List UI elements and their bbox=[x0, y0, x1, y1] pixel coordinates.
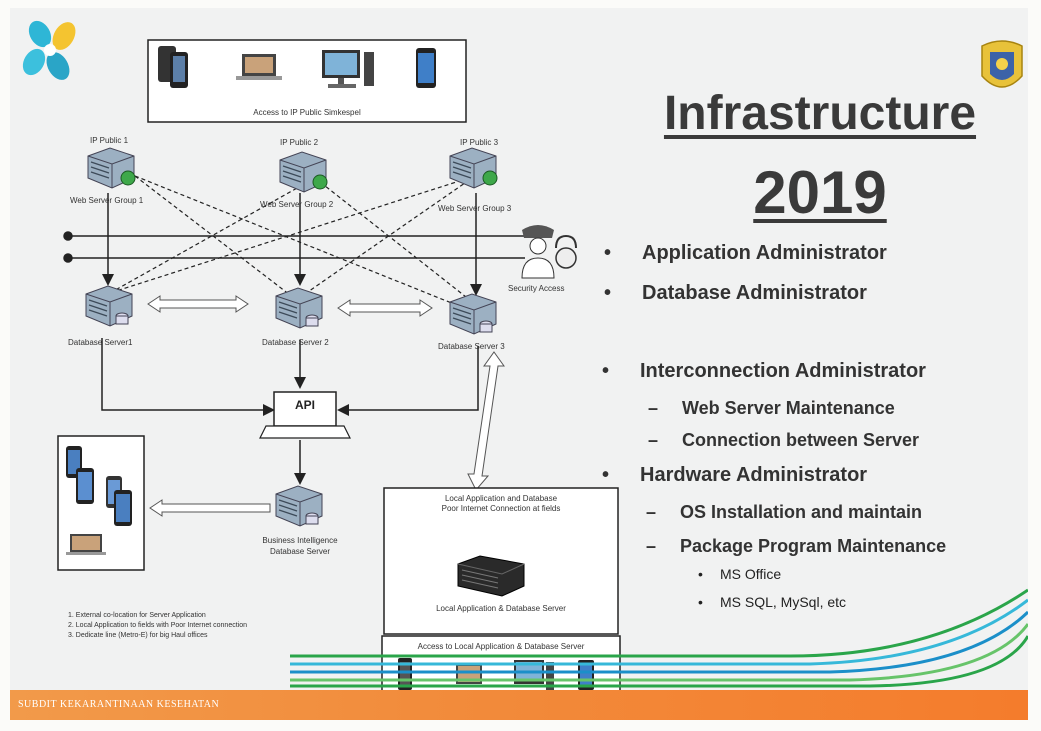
bullet-dot: • bbox=[604, 282, 612, 304]
bullet-connection-between-server: –Connection between Server bbox=[648, 430, 920, 450]
db-server-3 bbox=[449, 293, 497, 335]
local-box-title-2: Poor Internet Connection at fields bbox=[441, 504, 561, 513]
bullet-dot: • bbox=[604, 242, 612, 264]
laptop-icon bbox=[236, 54, 282, 80]
bullet-web-server-maintenance: –Web Server Maintenance bbox=[648, 398, 895, 418]
web-server-1-label: Web Server Group 1 bbox=[70, 196, 144, 205]
api-box bbox=[259, 391, 351, 439]
network-lines bbox=[63, 231, 525, 263]
web-to-db-arrows bbox=[102, 193, 482, 296]
local-phones-icon bbox=[398, 658, 412, 690]
web-server-3 bbox=[449, 147, 498, 189]
security-access-label: Security Access bbox=[508, 284, 565, 293]
db-server-2 bbox=[275, 287, 323, 329]
bullet-ms-sql: •MS SQL, MySql, etc bbox=[698, 594, 847, 610]
slide: Access to IP Public Simkespel IP Public … bbox=[10, 8, 1028, 720]
api-label: API bbox=[294, 398, 315, 412]
slide-title: Infrastructure bbox=[663, 87, 977, 140]
emblem-logo bbox=[981, 40, 1023, 88]
bi-server bbox=[275, 485, 323, 527]
bullet-dash: – bbox=[646, 502, 657, 522]
db-server-2-label: Database Server 2 bbox=[262, 338, 329, 347]
web-server-3-label: Web Server Group 3 bbox=[438, 204, 512, 213]
bullet-database-admin: •Database Administrator bbox=[604, 282, 867, 304]
local-server-icon bbox=[457, 555, 525, 597]
web-server-1 bbox=[87, 147, 136, 189]
footer-bar: SUBDIT KEKARANTINAAN KESEHATAN bbox=[10, 690, 1028, 720]
db-server-3-label: Database Server 3 bbox=[438, 342, 505, 351]
bullet-package-program: –Package Program Maintenance bbox=[646, 536, 947, 556]
note-1: 1. External co-location for Server Appli… bbox=[68, 612, 206, 619]
bullet-application-admin: •Application Administrator bbox=[604, 242, 887, 264]
bullet-dot: • bbox=[698, 566, 703, 582]
desktop-icon bbox=[322, 50, 374, 88]
phones-icon bbox=[158, 46, 188, 88]
bullet-dash: – bbox=[648, 430, 659, 450]
ip-public-3-label: IP Public 3 bbox=[460, 138, 499, 147]
ministry-logo bbox=[22, 20, 76, 80]
bullet-os-installation: –OS Installation and maintain bbox=[646, 502, 923, 522]
note-3: 3. Dedicate line (Metro-E) for big Haul … bbox=[68, 632, 208, 639]
bi-server-label-1: Business Intelligence bbox=[262, 536, 338, 545]
local-box-title-1: Local Application and Database bbox=[444, 494, 558, 503]
slide-year: 2019 bbox=[753, 159, 887, 226]
note-2: 2. Local Application to fields with Poor… bbox=[68, 622, 247, 629]
ip-public-1-label: IP Public 1 bbox=[90, 136, 129, 145]
db-server-1 bbox=[85, 285, 133, 327]
bi-to-mobile-arrow bbox=[149, 499, 271, 517]
footer-text: SUBDIT KEKARANTINAAN KESEHATAN bbox=[18, 699, 220, 710]
lock-icon bbox=[555, 234, 577, 269]
cross-links bbox=[109, 175, 481, 309]
mobile-devices-icon bbox=[66, 446, 132, 555]
bullet-dash: – bbox=[646, 536, 657, 556]
bullet-ms-office: •MS Office bbox=[698, 566, 782, 582]
decorative-stripes bbox=[290, 588, 1028, 688]
replication-arrows bbox=[147, 295, 433, 317]
local-access-caption: Access to Local Application & Database S… bbox=[417, 642, 585, 651]
security-guard-icon bbox=[521, 225, 555, 279]
public-access-caption: Access to IP Public Simkespel bbox=[253, 108, 361, 117]
bullet-dash: – bbox=[648, 398, 659, 418]
infrastructure-diagram bbox=[57, 39, 621, 698]
ip-public-2-label: IP Public 2 bbox=[280, 138, 319, 147]
db-server-1-label: Database Server1 bbox=[68, 338, 133, 347]
bullet-interconnection-admin: •Interconnection Administrator bbox=[602, 360, 926, 382]
web-server-2 bbox=[279, 151, 328, 193]
local-server-label: Local Application & Database Server bbox=[436, 604, 566, 613]
db-to-api-lines bbox=[101, 338, 479, 416]
bullet-hardware-admin: •Hardware Administrator bbox=[602, 464, 868, 486]
bullet-dot: • bbox=[698, 594, 703, 610]
dedicated-line-arrow bbox=[467, 351, 505, 491]
smartphone-icon bbox=[416, 48, 436, 88]
bullet-dot: • bbox=[602, 360, 610, 382]
web-server-2-label: Web Server Group 2 bbox=[260, 200, 334, 209]
public-access-box bbox=[147, 39, 467, 123]
bullet-dot: • bbox=[602, 464, 610, 486]
bi-server-label-2: Database Server bbox=[269, 547, 331, 556]
